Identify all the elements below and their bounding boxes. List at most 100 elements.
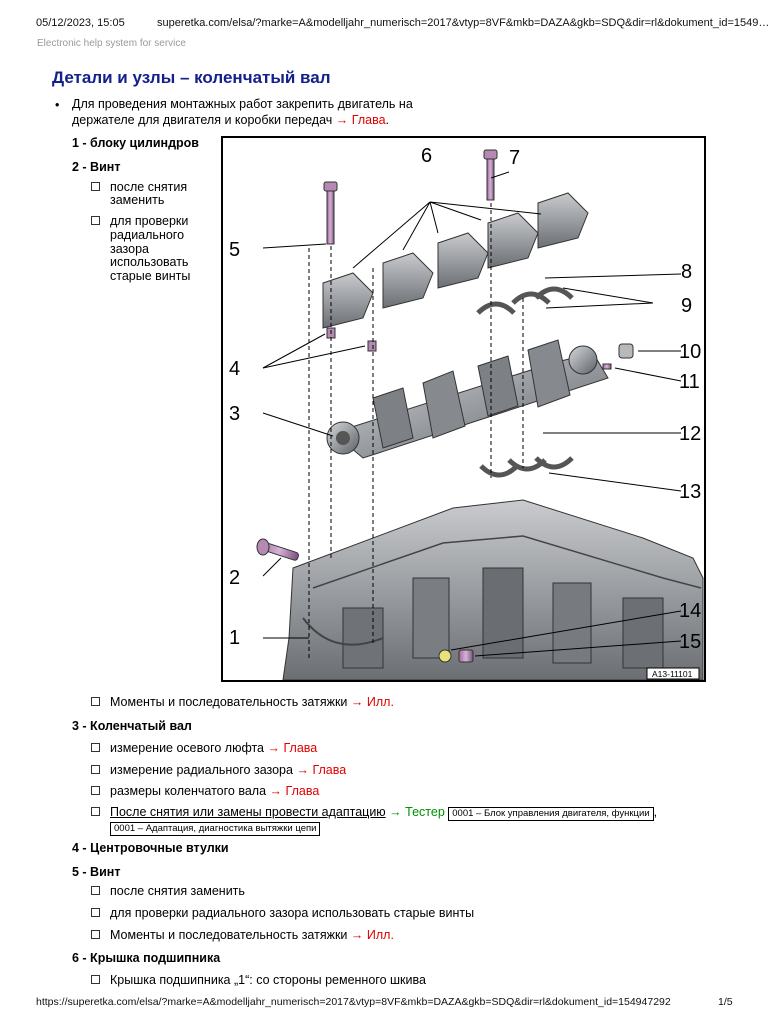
item-6-heading: 6 - Крышка подшипника xyxy=(72,951,221,965)
arrow-icon: → xyxy=(350,695,364,709)
callout-10: 10 xyxy=(679,341,701,363)
intro-link[interactable]: Глава xyxy=(351,113,386,127)
leader-lines xyxy=(262,171,682,657)
callout-12: 12 xyxy=(679,423,701,445)
checkbox-icon xyxy=(91,697,100,706)
item-1-heading: 1 - блоку цилиндров xyxy=(72,136,199,150)
item-5-heading: 5 - Винт xyxy=(72,865,121,879)
item-3-sub-1: измерение осевого люфта → Глава xyxy=(91,740,317,756)
intro-arrow-icon: → xyxy=(335,113,349,127)
intro-line-1: Для проведения монтажных работ закрепить… xyxy=(72,97,413,111)
item-2-sub-1-l1: после снятия xyxy=(110,180,188,194)
item-3-sub-1-text: измерение осевого люфта xyxy=(110,741,265,755)
item-6-sub-1-text: Крышка подшипника „1“: со стороны ременн… xyxy=(110,973,426,987)
print-page-number: 1/5 xyxy=(718,996,733,1008)
intro-bullet-icon: • xyxy=(55,98,60,112)
item-3-sub-4-text[interactable]: После снятия или замены провести адаптац… xyxy=(110,805,386,819)
item-4-heading: 4 - Центровочные втулки xyxy=(72,840,229,856)
checkbox-icon xyxy=(91,975,100,984)
item-3-sub-4: После снятия или замены провести адаптац… xyxy=(91,804,657,821)
item-2-sub-2-l1: для проверки xyxy=(110,214,189,228)
checkbox-icon xyxy=(91,765,100,774)
crankshaft xyxy=(326,339,634,459)
arrow-icon: → xyxy=(389,805,402,819)
item-2-sub-3-text: Моменты и последовательность затяжки xyxy=(110,695,348,709)
item-5-sub-3-link[interactable]: Илл. xyxy=(366,928,394,942)
test-function-box-2[interactable]: 0001 – Адаптация, диагностика вытяжки це… xyxy=(110,822,321,836)
help-system-subtitle: Electronic help system for service xyxy=(37,38,186,49)
item-3-sub-2-link[interactable]: Глава xyxy=(312,763,347,777)
item-4-number: 4 - xyxy=(72,841,91,855)
item-5-sub-2: для проверки радиального зазора использо… xyxy=(91,905,474,921)
crankshaft-exploded-diagram: 6 7 5 8 9 4 10 11 3 12 13 2 14 15 1 A13-… xyxy=(229,145,704,680)
callout-13: 13 xyxy=(679,481,701,503)
callout-9: 9 xyxy=(681,295,692,317)
bearing-shells xyxy=(476,286,574,478)
item-2-heading: 2 - Винт xyxy=(72,160,121,174)
checkbox-icon xyxy=(91,807,100,816)
item-3-sub-2: измерение радиального зазора → Глава xyxy=(91,762,346,778)
print-datetime: 05/12/2023, 15:05 xyxy=(36,17,125,29)
callout-6: 6 xyxy=(421,145,432,167)
item-2-sub-3-link[interactable]: Илл. xyxy=(366,695,394,709)
checkbox-icon xyxy=(91,786,100,795)
callout-14: 14 xyxy=(679,600,701,622)
intro-line-2: держателе для двигателя и коробки переда… xyxy=(72,112,389,128)
figure-id: A13-11101 xyxy=(652,669,693,679)
callout-4: 4 xyxy=(229,358,240,380)
checkbox-icon xyxy=(91,886,100,895)
page-title: Детали и узлы – коленчатый вал xyxy=(52,68,331,87)
intro-tail: . xyxy=(385,113,389,127)
item-2-sub-2-line-4: использовать xyxy=(110,255,189,269)
item-5-sub-3-text: Моменты и последовательность затяжки xyxy=(110,928,348,942)
checkbox-icon xyxy=(91,216,100,225)
engine-block xyxy=(282,499,704,680)
checkbox-icon xyxy=(91,182,100,191)
callout-8: 8 xyxy=(681,261,692,283)
arrow-icon: → xyxy=(350,928,364,942)
item-3-sub-3-text: размеры коленчатого вала xyxy=(110,784,267,798)
bolt-5-icon xyxy=(323,181,338,245)
callout-3: 3 xyxy=(229,403,240,425)
item-5-sub-1-text: после снятия заменить xyxy=(110,884,245,898)
item-4-name: Центровочные втулки xyxy=(90,841,229,855)
bearing-caps xyxy=(322,192,589,329)
item-3-sub-3-link[interactable]: Глава xyxy=(285,784,320,798)
item-5-sub-2-text: для проверки радиального зазора использо… xyxy=(110,906,475,920)
item-3-sub-4-comma: , xyxy=(653,805,658,819)
arrow-icon: → xyxy=(296,763,309,777)
item-2-sub-1: после снятия xyxy=(91,179,187,195)
callout-7: 7 xyxy=(509,147,520,169)
callout-15: 15 xyxy=(679,631,701,653)
arrow-icon: → xyxy=(269,784,283,798)
item-2-sub-1-line-2: заменить xyxy=(110,193,165,207)
guide-lines xyxy=(308,203,524,658)
callout-1: 1 xyxy=(229,627,240,649)
item-3-sub-2-text: измерение радиального зазора xyxy=(110,763,293,777)
item-2-sub-2-line-5: старые винты xyxy=(110,269,191,283)
item-3-sub-1-link[interactable]: Глава xyxy=(283,741,318,755)
item-3-heading: 3 - Коленчатый вал xyxy=(72,719,192,733)
item-2-sub-2-line-3: зазора xyxy=(110,242,149,256)
bolt-7-icon xyxy=(483,149,498,201)
arrow-icon: → xyxy=(267,741,281,755)
item-2-sub-2: для проверки xyxy=(91,213,188,229)
item-6-sub-1: Крышка подшипника „1“: со стороны ременн… xyxy=(91,972,426,988)
checkbox-icon xyxy=(91,930,100,939)
checkbox-icon xyxy=(91,908,100,917)
item-5-sub-3: Моменты и последовательность затяжки → И… xyxy=(91,927,394,943)
item-3-sub-4-link[interactable]: Тестер xyxy=(405,805,445,819)
callout-2: 2 xyxy=(229,567,240,589)
intro-line-2-text: держателе для двигателя и коробки переда… xyxy=(72,113,333,127)
checkbox-icon xyxy=(91,743,100,752)
bolt-2-icon xyxy=(256,538,299,561)
callout-11: 11 xyxy=(679,371,700,393)
exploded-view-figure: 6 7 5 8 9 4 10 11 3 12 13 2 14 15 1 A13-… xyxy=(221,136,706,682)
item-2-sub-3: Моменты и последовательность затяжки → И… xyxy=(91,694,394,710)
print-url: superetka.com/elsa/?marke=A&modelljahr_n… xyxy=(157,17,768,29)
item-5-sub-1: после снятия заменить xyxy=(91,883,245,899)
item-3-sub-3: размеры коленчатого вала → Глава xyxy=(91,783,319,799)
item-2-sub-2-line-2: радиального xyxy=(110,228,185,242)
test-function-box-1[interactable]: 0001 – Блок управления двигателя, функци… xyxy=(448,807,654,821)
print-footer-url: https://superetka.com/elsa/?marke=A&mode… xyxy=(36,996,671,1008)
